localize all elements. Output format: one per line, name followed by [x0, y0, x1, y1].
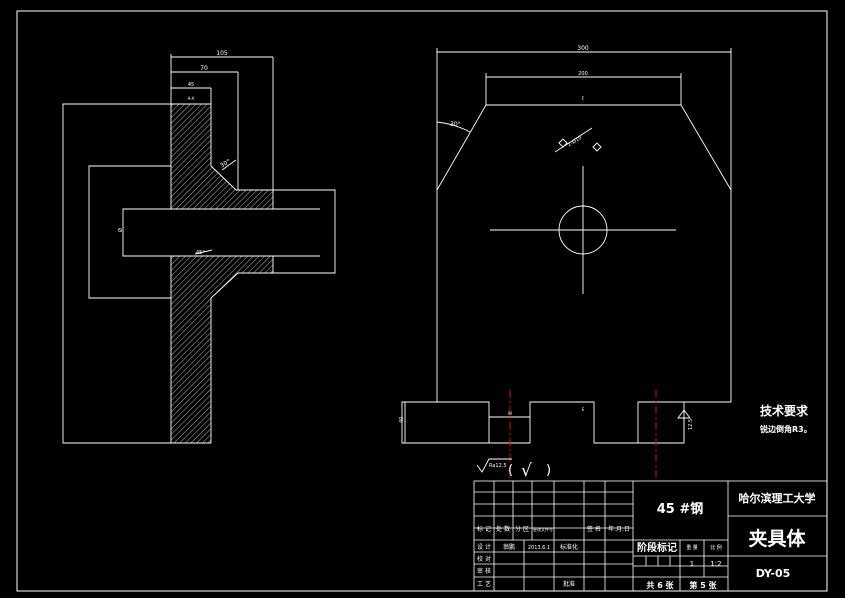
roughness-note-value: Ra12.5 [489, 463, 507, 469]
roughness-check: √ [521, 461, 532, 481]
lbl-standardize: 标准化 [560, 543, 578, 551]
side-bore-outline [122, 208, 171, 257]
drawing-no: DY-05 [756, 567, 791, 580]
top-mark: F [582, 96, 585, 101]
red-center-lines [509, 390, 657, 480]
base-right-block [638, 402, 685, 444]
tech-note: 锐边倒角R3。 [760, 424, 812, 434]
hdr-signature: 签 名 [587, 525, 601, 533]
title-block-text: 45 #钢 哈尔滨理工大学 夹具体 DY-05 标 记 处 数 分 区 更改文件… [477, 491, 815, 590]
hole-right [592, 142, 602, 152]
title-block-border [473, 480, 828, 592]
hdr-change-doc: 更改文件号 [533, 526, 553, 532]
holes-label: 2-Ø10 [566, 134, 583, 148]
dim-70: 70 [200, 65, 208, 72]
roughness-paren-close: ) [546, 463, 551, 478]
front-outline [436, 104, 732, 444]
hatch-lower [170, 255, 274, 444]
material: 45 #钢 [657, 501, 704, 517]
roughness-value: 12.5 [688, 419, 694, 430]
leader-30 [221, 159, 237, 171]
dim-105: 105 [216, 50, 228, 57]
hdr-zone: 分 区 [515, 525, 529, 533]
val-designer: 翁鹏 [503, 543, 515, 551]
lbl-design: 设 计 [477, 543, 491, 551]
angle-30: 30° [219, 158, 232, 169]
sheet-no: 第 5 张 [689, 580, 717, 590]
slot-mid-mark: E [582, 407, 585, 412]
drawing-frame [16, 10, 828, 592]
dim-45: 45 [188, 82, 194, 88]
roughness-paren-open: ( [508, 463, 513, 478]
front-view [401, 48, 732, 444]
title-block-grid [473, 480, 828, 592]
val-qty: 1 [690, 560, 694, 568]
val-scale: 1:2 [710, 560, 721, 568]
side-section-view [62, 54, 336, 444]
lbl-process: 工 艺 [477, 580, 491, 588]
sheet-total: 共 6 张 [646, 580, 674, 590]
side-outer-outline [62, 103, 171, 444]
val-design-date: 2013.6.1 [528, 545, 550, 551]
base-height: 40 [399, 417, 405, 423]
lbl-weight: 重 量 [686, 544, 698, 551]
slot-left-mark: W [508, 411, 512, 416]
side-boss-outline [88, 165, 171, 299]
stage-mark: 阶段标记 [637, 541, 677, 554]
roughness-symbol [476, 458, 512, 473]
tech-title: 技术要求 [760, 403, 809, 418]
side-right-outline [273, 189, 336, 274]
chamfer-angle: 30° [450, 121, 461, 128]
leader-45 [194, 249, 213, 255]
lbl-approve: 批准 [563, 580, 575, 588]
hole-left [558, 138, 568, 148]
hole-leader [554, 127, 593, 153]
roughness-note [476, 458, 512, 473]
dim-200: 200 [578, 71, 588, 77]
hdr-markers: 标 记 [477, 525, 491, 533]
part-name: 夹具体 [748, 527, 806, 550]
lbl-scale: 比 例 [710, 544, 722, 551]
side-dim-text: 105 70 45 A-A 30° 45° Ø [117, 50, 232, 256]
angle-45: 45° [196, 250, 205, 256]
hdr-count: 处 数 [496, 525, 510, 533]
bore-dim: Ø [117, 228, 124, 232]
university: 哈尔滨理工大学 [739, 491, 816, 505]
hatch-upper [170, 103, 274, 210]
section-label: A-A [188, 96, 195, 101]
front-dim-text: 300 200 F 30° 2-Ø10 40 W E 12.5 [399, 45, 694, 430]
chamfer-angle-arc [436, 121, 471, 133]
lbl-review: 审 核 [477, 567, 491, 575]
dim-300: 300 [577, 45, 589, 52]
lbl-check: 校 对 [477, 555, 491, 563]
hdr-date: 年.月.日 [608, 525, 630, 533]
base-left-block [401, 401, 489, 444]
